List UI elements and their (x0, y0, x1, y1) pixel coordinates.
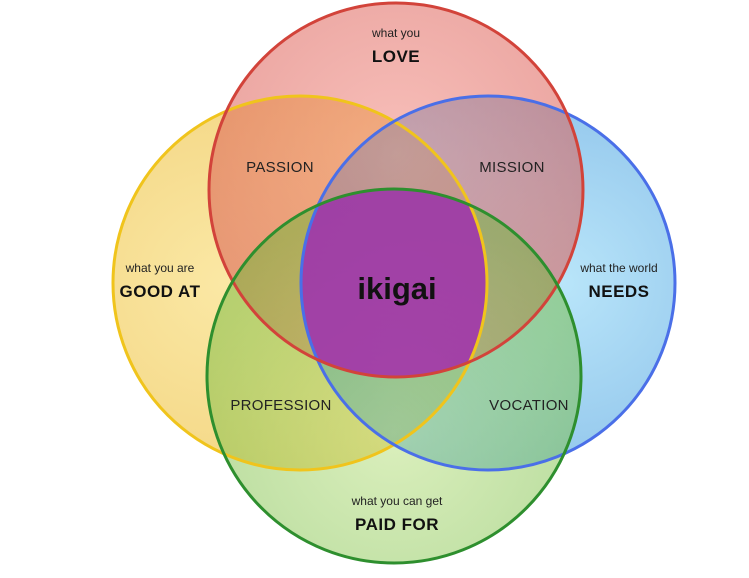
paid-for-small-label: what you can get (351, 494, 443, 508)
profession-label: PROFESSION (230, 397, 331, 414)
paid-for-big-label: PAID FOR (355, 515, 439, 534)
mission-label: MISSION (479, 159, 544, 176)
needs-circle-outline (299, 94, 677, 472)
good-at-big-label: GOOD AT (120, 282, 201, 301)
good-at-small-label: what you are (125, 261, 195, 275)
ikigai-center-label: ikigai (357, 271, 436, 306)
vocation-label: VOCATION (489, 397, 569, 414)
paid-for-circle-outline (205, 187, 583, 565)
passion-label: PASSION (246, 159, 314, 176)
good-at-circle-outline (111, 94, 489, 472)
love-small-label: what you (371, 26, 420, 40)
love-circle-outline (207, 1, 585, 379)
needs-big-label: NEEDS (588, 282, 649, 301)
love-big-label: LOVE (372, 47, 420, 66)
needs-small-label: what the world (579, 261, 657, 275)
